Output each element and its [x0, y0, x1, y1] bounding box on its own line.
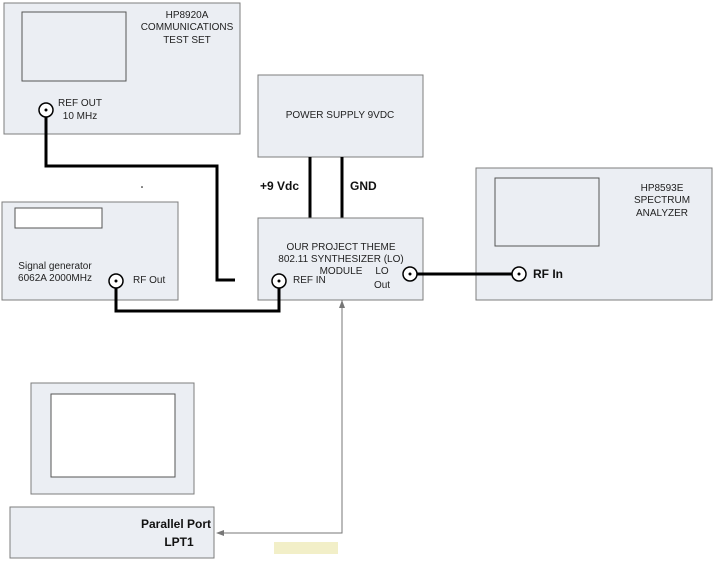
lo-out-label-2: Out	[374, 280, 390, 291]
ref-out-label: REF OUT	[58, 98, 102, 109]
spectrum-analyzer: HP8593E SPECTRUM ANALYZER RF In	[475, 167, 713, 301]
spectrum-analyzer-screen	[494, 177, 600, 247]
hp8920a-title-2: COMMUNICATIONS	[141, 22, 234, 33]
rf-in-connector-pin	[517, 272, 521, 276]
ref-out-cable	[44, 117, 235, 282]
synthesizer-label-2: 802.11 SYNTHESIZER (LO)	[278, 254, 403, 265]
hp8920a-title-1: HP8920A	[166, 10, 209, 21]
gnd-label: GND	[350, 179, 377, 193]
control-wire	[222, 300, 343, 534]
signal-generator-label-2: 6062A 2000MHz	[18, 273, 92, 284]
rf-out-connector-pin	[114, 279, 118, 283]
spectrum-analyzer-label-3: ANALYZER	[636, 208, 688, 219]
power-supply: POWER SUPPLY 9VDC	[257, 74, 424, 158]
lo-out-connector-pin	[408, 272, 412, 276]
ref-out-connector-pin	[44, 108, 48, 112]
hp8920a-test-set: HP8920A COMMUNICATIONS TEST SET REF OUT …	[3, 2, 241, 135]
power-supply-label: POWER SUPPLY 9VDC	[286, 110, 395, 121]
rf-in-label: RF In	[533, 267, 563, 281]
ref-out-freq-label: 10 MHz	[63, 111, 97, 122]
synthesizer-box	[257, 217, 424, 301]
pc-monitor	[30, 382, 195, 495]
pc-base-box	[9, 506, 215, 559]
hp8920a-title-3: TEST SET	[163, 35, 211, 46]
lpt1-label: LPT1	[164, 535, 194, 549]
signal-generator-label-1: Signal generator	[18, 261, 92, 272]
control-wire-arrow-left	[216, 530, 224, 536]
synthesizer-module: OUR PROJECT THEME 802.11 SYNTHESIZER (LO…	[257, 217, 424, 301]
power-supply-box	[257, 74, 424, 158]
ref-in-label: REF IN	[293, 275, 326, 286]
parallel-port-label: Parallel Port	[141, 517, 211, 531]
synthesizer-label-1: OUR PROJECT THEME	[286, 242, 395, 253]
ref-in-connector-pin	[277, 279, 281, 283]
rf-out-to-ref-in-cable	[114, 288, 281, 313]
watermark-stamp	[274, 542, 338, 554]
spectrum-analyzer-label-1: HP8593E	[641, 183, 684, 194]
hp8920a-screen	[21, 11, 127, 82]
monitor-screen	[50, 393, 176, 478]
spectrum-analyzer-label-2: SPECTRUM	[634, 195, 690, 206]
signal-generator-display	[14, 207, 103, 229]
plus-9vdc-label: +9 Vdc	[260, 179, 299, 193]
control-wire-arrow-top	[339, 300, 345, 308]
rf-out-label: RF Out	[133, 275, 165, 286]
signal-generator: Signal generator 6062A 2000MHz RF Out	[1, 201, 179, 301]
stray-dot	[141, 186, 143, 188]
lo-out-label-1: LO	[375, 266, 389, 277]
pc-base: Parallel Port LPT1	[9, 506, 215, 559]
synthesizer-label-3: MODULE	[320, 266, 363, 277]
